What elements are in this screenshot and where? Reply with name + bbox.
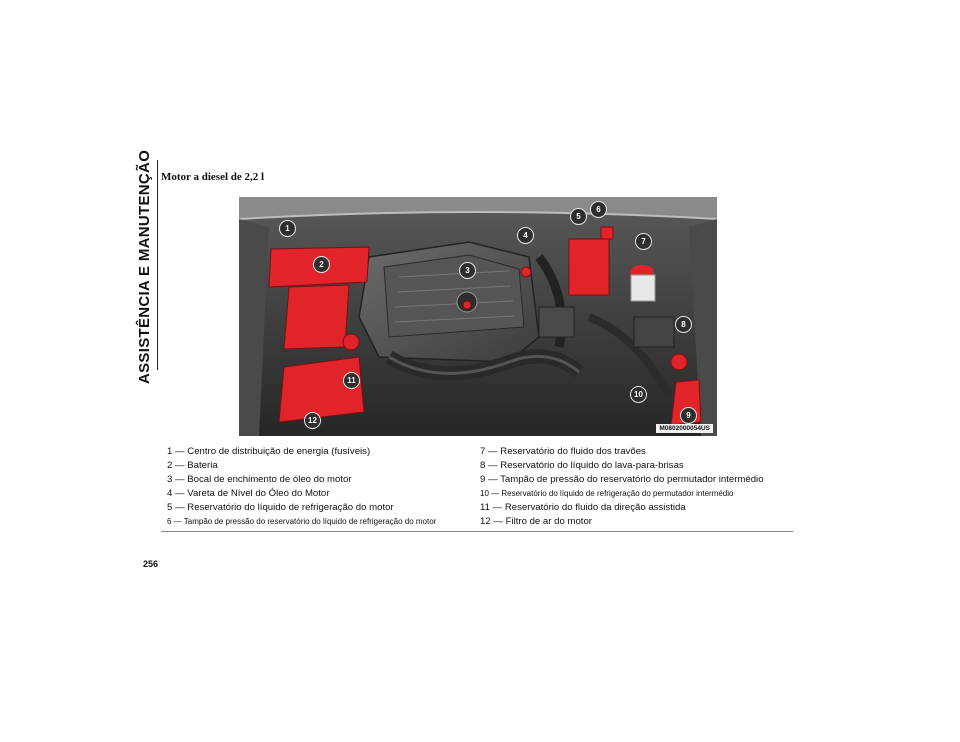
callout-4: 4 [517, 227, 534, 244]
callout-7: 7 [635, 233, 652, 250]
section-title: Motor a diesel de 2,2 l [161, 171, 265, 183]
callout-9: 9 [680, 407, 697, 424]
legend-item: 1 — Centro de distribuição de energia (f… [167, 446, 371, 457]
figure-code: M0802000054US [656, 424, 713, 433]
legend-left-column: 1 — Centro de distribuição de energia (f… [167, 445, 477, 529]
legend-item: 12 — Filtro de ar do motor [480, 516, 592, 527]
legend-item: 8 — Reservatório do líquido do lava-para… [480, 460, 684, 471]
legend-item: 10 — Reservatório do líquido de refriger… [480, 489, 734, 498]
callout-10: 10 [630, 386, 647, 403]
legend-item: 5 — Reservatório do líquido de refrigera… [167, 502, 394, 513]
legend-item: 3 — Bocal de enchimento de óleo do motor [167, 474, 352, 485]
callout-6: 6 [590, 201, 607, 218]
callout-3: 3 [459, 262, 476, 279]
callout-12: 12 [304, 412, 321, 429]
legend-item: 9 — Tampão de pressão do reservatório do… [480, 474, 764, 485]
callout-1: 1 [279, 220, 296, 237]
legend-item: 2 — Bateria [167, 460, 218, 471]
legend: 1 — Centro de distribuição de energia (f… [161, 445, 793, 532]
callout-2: 2 [313, 256, 330, 273]
engine-bay-figure: 1 2 3 4 5 6 7 8 9 10 11 12 M0802000054US [239, 197, 717, 436]
legend-item: 4 — Vareta de Nível do Óleo do Motor [167, 488, 330, 499]
legend-item: 6 — Tampão de pressão do reservatório do… [167, 517, 437, 526]
callout-11: 11 [343, 372, 360, 389]
callout-5: 5 [570, 208, 587, 225]
legend-item: 11 — Reservatório do fluido da direção a… [480, 502, 686, 513]
callout-8: 8 [675, 316, 692, 333]
legend-item: 7 — Reservatório do fluido dos travões [480, 446, 646, 457]
page-number: 256 [143, 559, 159, 569]
chapter-title: ASSISTÊNCIA E MANUTENÇÃO [136, 149, 153, 384]
legend-right-column: 7 — Reservatório do fluido dos travões 8… [480, 445, 793, 529]
chapter-divider [157, 160, 158, 370]
